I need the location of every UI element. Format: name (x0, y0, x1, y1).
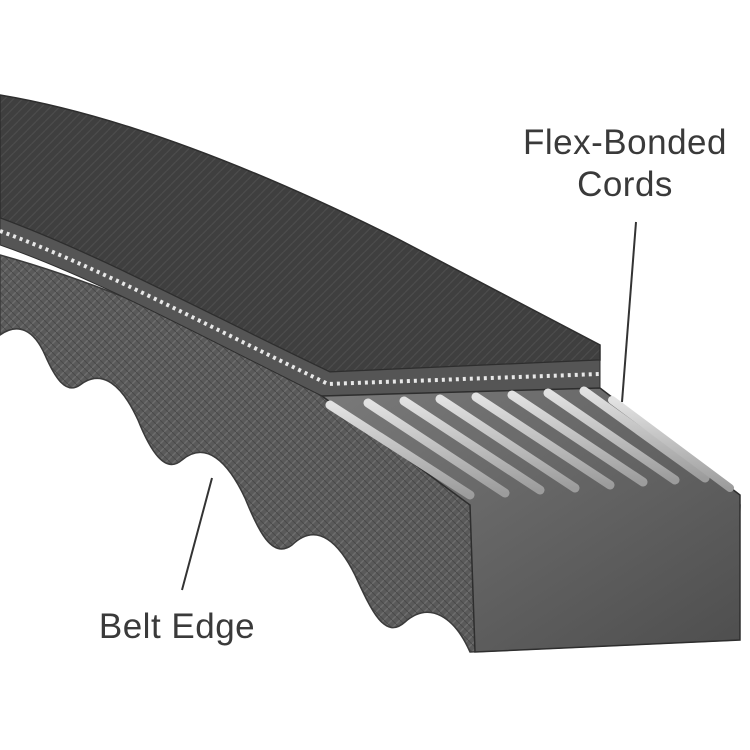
flex-bonded-label-line2: Cords (577, 165, 673, 204)
flex-bonded-label-line1: Flex-Bonded (523, 123, 727, 162)
exposed-cords (325, 386, 734, 500)
flex-bonded-cords-label: Flex-Bonded Cords (500, 122, 750, 206)
edge-leader-line (181, 477, 213, 591)
belt-edge-label: Belt Edge (98, 607, 256, 646)
cords-leader-line (621, 221, 637, 403)
